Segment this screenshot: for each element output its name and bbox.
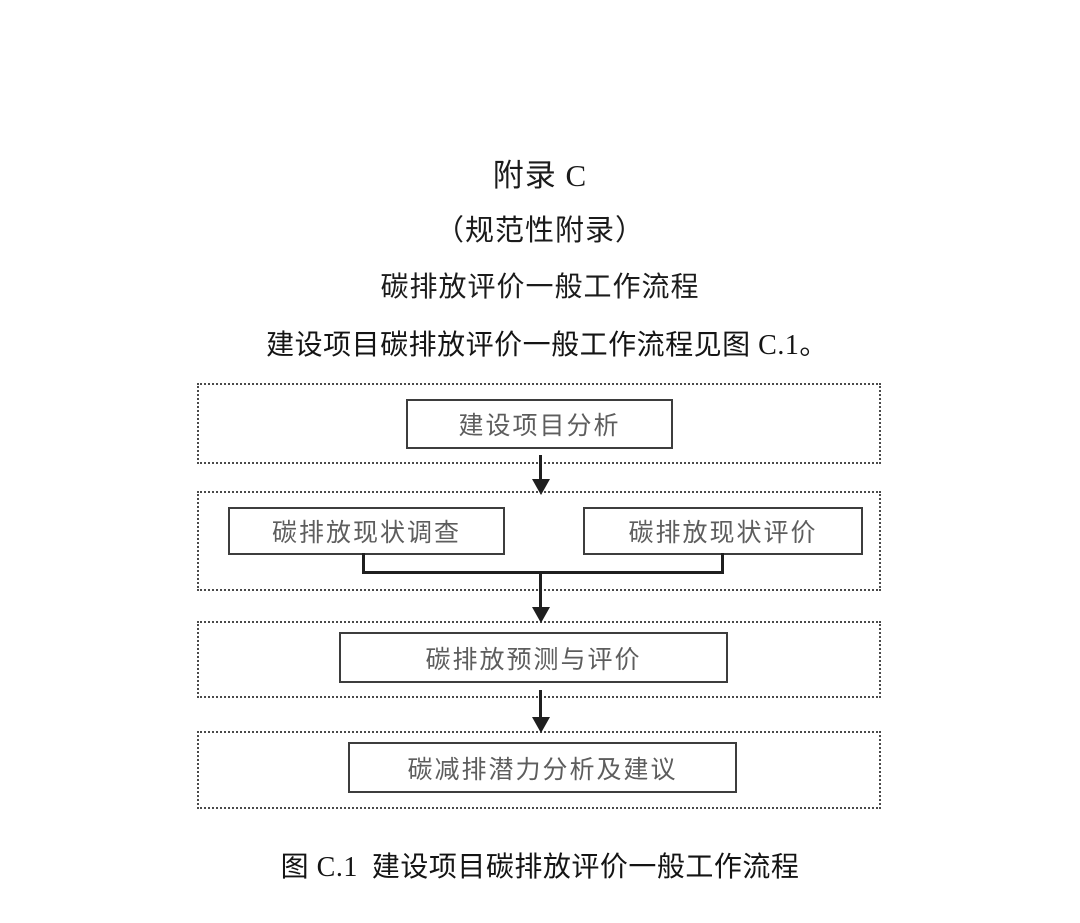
- lead-paragraph: 建设项目碳排放评价一般工作流程见图 C.1。: [266, 330, 828, 361]
- connector-arrow-3-line: [539, 690, 542, 723]
- connector-arrow-1-line: [539, 455, 542, 483]
- connector-arrow-1-head: [532, 479, 550, 495]
- flow-node-emission-survey[interactable]: 碳排放现状调查: [228, 507, 505, 555]
- connector-arrow-3-head: [532, 717, 550, 733]
- appendix-label: 附录 C: [492, 158, 588, 193]
- connector-arrow-2-line: [539, 574, 542, 614]
- figure-caption-number: 图 C.1: [280, 852, 358, 883]
- merge-stem-left: [362, 553, 365, 574]
- flow-node-forecast-evaluation[interactable]: 碳排放预测与评价: [339, 632, 728, 683]
- flow-node-reduction-potential[interactable]: 碳减排潜力分析及建议: [348, 742, 737, 793]
- figure-caption: 图 C.1 建设项目碳排放评价一般工作流程: [0, 845, 1080, 885]
- connector-arrow-2-head: [532, 607, 550, 623]
- section-title: 碳排放评价一般工作流程: [380, 272, 700, 303]
- appendix-heading-block: 附录 C （规范性附录） 碳排放评价一般工作流程 建设项目碳排放评价一般工作流程…: [0, 160, 1080, 360]
- normative-label: （规范性附录）: [434, 215, 645, 247]
- merge-bar: [362, 571, 724, 574]
- flow-node-current-evaluation[interactable]: 碳排放现状评价: [583, 507, 863, 555]
- figure-caption-text: 建设项目碳排放评价一般工作流程: [371, 852, 800, 883]
- flow-node-project-analysis[interactable]: 建设项目分析: [406, 399, 673, 449]
- merge-stem-right: [721, 553, 724, 574]
